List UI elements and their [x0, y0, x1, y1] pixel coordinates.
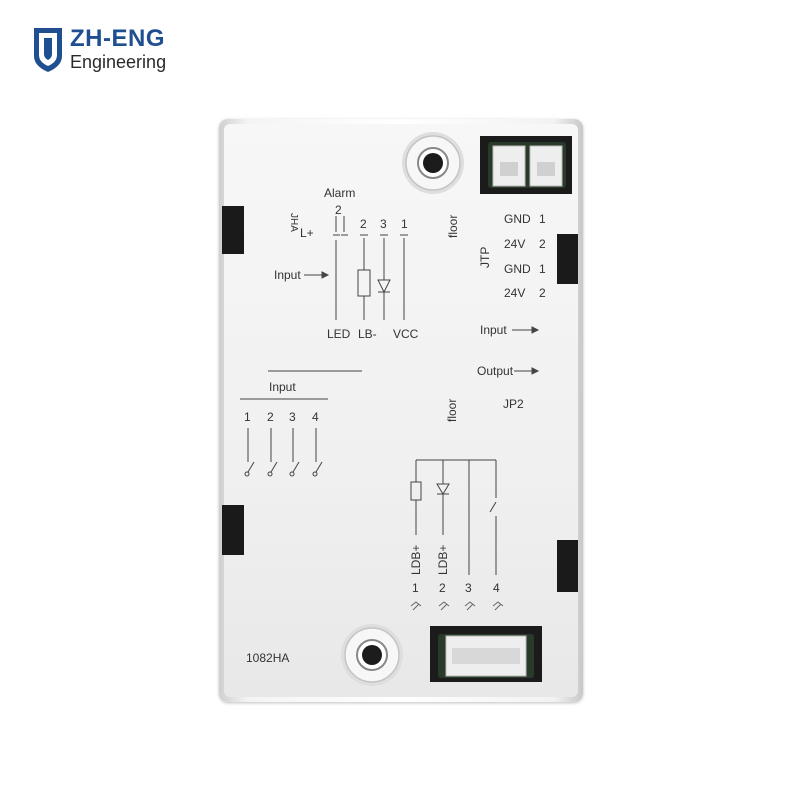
alarm-pin-3: 3	[380, 217, 387, 231]
vcc-label: VCC	[393, 327, 419, 341]
input-pin-2: 2	[267, 410, 274, 424]
input-pin-1: 1	[244, 410, 251, 424]
lamp-icons	[410, 601, 504, 611]
input-block-title: Input	[269, 380, 296, 394]
alarm-schematic	[333, 216, 408, 320]
alarm-label: Alarm	[324, 186, 356, 200]
right-output-label: Output	[477, 364, 514, 378]
l-plus-label: L+	[300, 226, 314, 240]
bottom-pin-1: 1	[412, 581, 419, 595]
led-label: LED	[327, 327, 351, 341]
logo-sub-text: Engineering	[70, 52, 167, 72]
jtp-label: JTP	[478, 246, 492, 268]
alarm-pin-2: 2	[360, 217, 367, 231]
jha-label: JHA	[288, 213, 299, 232]
ldb-label-2: LDB+	[436, 544, 450, 575]
alarm-input-label: Input	[274, 268, 301, 282]
left-clip-top	[222, 206, 244, 254]
arrow-right-output	[514, 367, 540, 375]
connector-top	[480, 136, 572, 194]
alarm-pin-4: 1	[401, 217, 408, 231]
bottom-pin-4: 4	[493, 581, 500, 595]
screw-hole-bottom	[341, 624, 403, 686]
ldb-label-1: LDB+	[409, 544, 423, 575]
model-label: 1082HA	[246, 651, 290, 665]
right-clip-bottom	[557, 540, 578, 592]
arrow-input-alarm	[304, 271, 330, 279]
jtp-pin-num-4: 2	[539, 286, 546, 300]
floor-label-mid: floor	[445, 398, 459, 422]
input-switches	[244, 428, 323, 477]
bottom-schematic	[410, 459, 497, 575]
alarm-pin-1: 2	[335, 203, 342, 217]
floor-label-top: floor	[446, 214, 460, 238]
bottom-pin-2: 2	[439, 581, 446, 595]
right-input-label: Input	[480, 323, 507, 337]
right-clip-top	[557, 234, 578, 284]
connector-bottom	[430, 626, 542, 682]
jtp-pin-num-1: 1	[539, 212, 546, 226]
lb-minus-label: LB-	[358, 327, 377, 341]
input-pin-4: 4	[312, 410, 319, 424]
jtp-pin-name-1: GND	[504, 212, 531, 226]
left-clip-bottom	[222, 505, 244, 555]
jtp-pin-name-2: 24V	[504, 237, 526, 251]
bottom-pin-3: 3	[465, 581, 472, 595]
logo-brand-text: ZH-ENG	[70, 25, 165, 52]
jtp-pin-num-2: 2	[539, 237, 546, 251]
jtp-pin-name-4: 24V	[504, 286, 526, 300]
device-face-plate	[224, 124, 578, 697]
arrow-right-input	[512, 326, 540, 334]
input-pin-3: 3	[289, 410, 296, 424]
jtp-pin-num-3: 1	[539, 262, 546, 276]
jtp-pin-name-3: GND	[504, 262, 531, 276]
jp2-label: JP2	[503, 397, 524, 411]
screw-hole-top	[402, 132, 464, 194]
